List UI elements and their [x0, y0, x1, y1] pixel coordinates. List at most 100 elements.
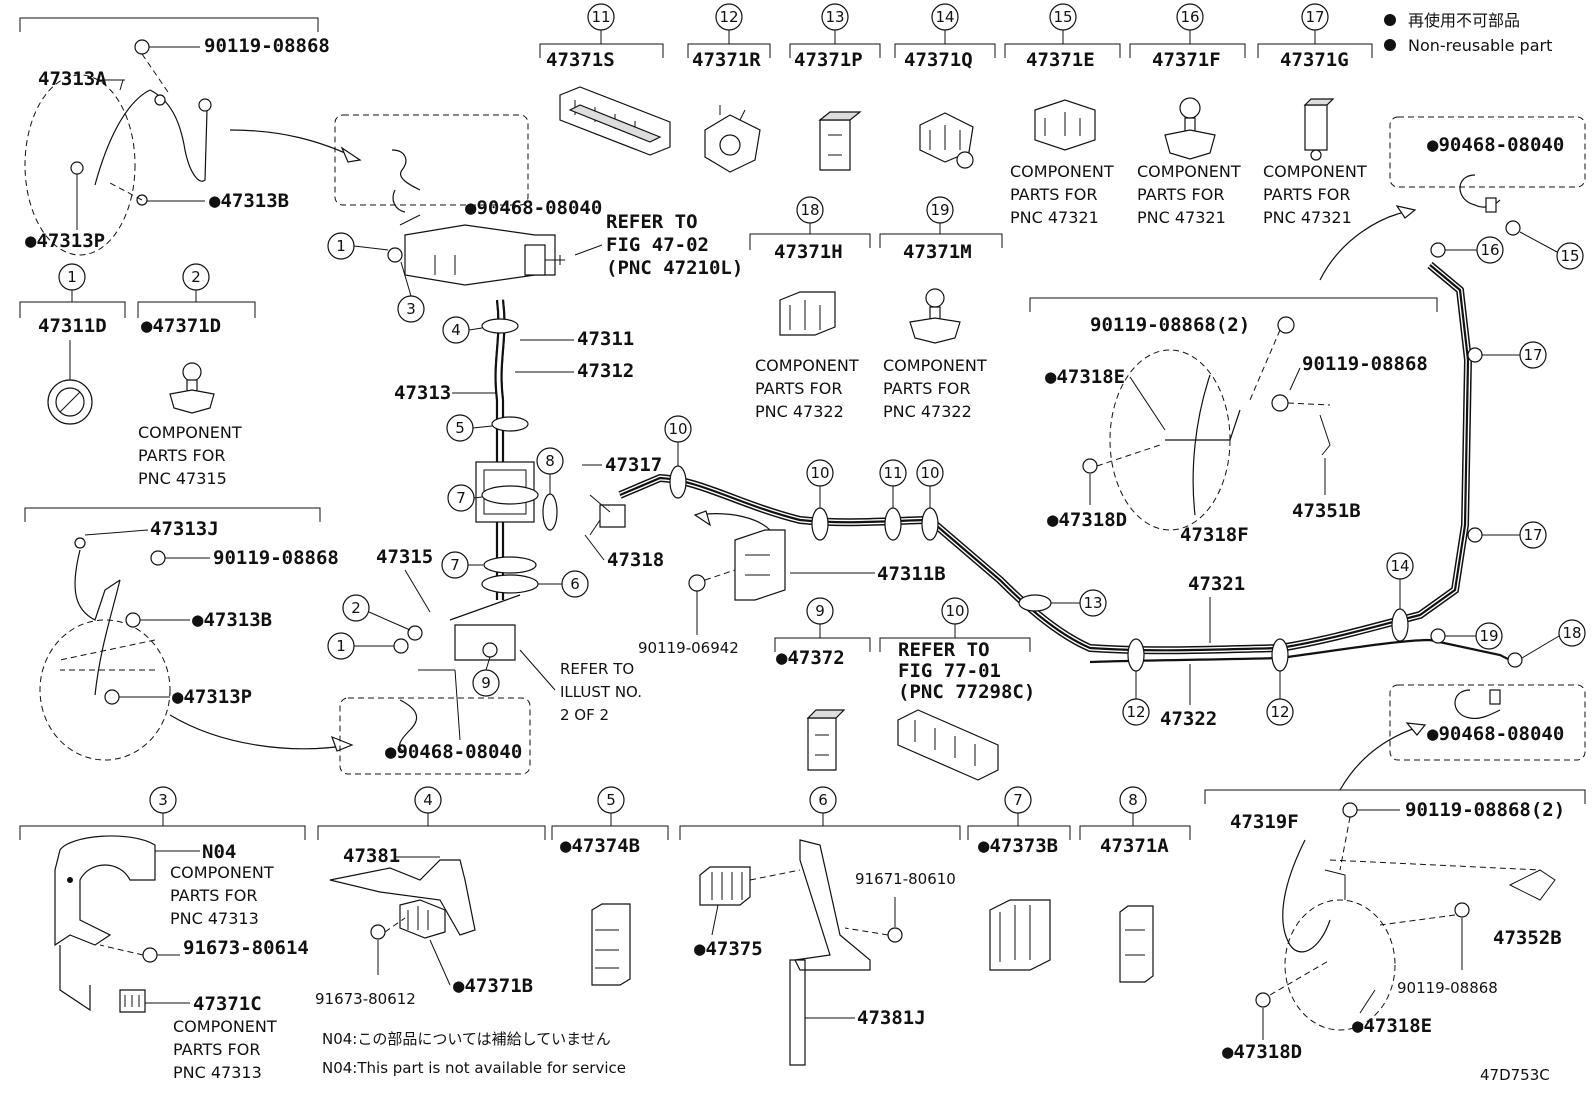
svg-text:1: 1: [336, 637, 346, 655]
part-N04: N04: [202, 841, 236, 863]
svg-text:COMPONENT: COMPONENT: [755, 356, 859, 375]
svg-text:8: 8: [1128, 791, 1138, 809]
svg-text:COMPONENT: COMPONENT: [1010, 162, 1114, 181]
part-90119-08868-c: 90119-08868(2): [1090, 314, 1250, 336]
part-47318F: 47318F: [1180, 524, 1249, 546]
callout-14: [931, 3, 959, 31]
svg-text:COMPONENT: COMPONENT: [1137, 162, 1241, 181]
svg-text:14: 14: [935, 8, 954, 26]
svg-text:12: 12: [1270, 703, 1289, 721]
svg-text:PARTS FOR: PARTS FOR: [883, 379, 970, 398]
svg-text:13: 13: [1083, 594, 1102, 612]
part-47381: 47381: [343, 845, 400, 867]
callout-19: [926, 196, 954, 224]
grommet-group: 1 2 47311D ●47371D COMPONENT PARTS FOR P…: [19, 263, 256, 488]
note-47321b: COMPONENT PARTS FOR PNC 47321: [1137, 162, 1241, 227]
clip-47371Q: [919, 112, 974, 169]
flex-hose-front-upper: 90119-08868 47313A ●47313B ●47313P: [19, 17, 529, 256]
part-90119-06942: 90119-06942: [638, 639, 739, 657]
svg-text:COMPONENT: COMPONENT: [170, 863, 274, 882]
right-labels: 47321 47322 ●90468-08040 ●90468-08040: [1160, 116, 1586, 791]
clamp-12b: [1271, 638, 1289, 672]
svg-text:PARTS FOR: PARTS FOR: [1263, 185, 1350, 204]
svg-text:PNC 47315: PNC 47315: [138, 469, 227, 488]
clip-47371E: [1034, 99, 1096, 151]
part-91673-80612: 91673-80612: [315, 990, 416, 1008]
note-47322a: COMPONENT PARTS FOR PNC 47322: [755, 356, 859, 421]
svg-text:2 OF 2: 2 OF 2: [560, 706, 609, 724]
inset-box-upper: [334, 114, 529, 206]
note-47321a: COMPONENT PARTS FOR PNC 47321: [1010, 162, 1114, 227]
svg-text:9: 9: [815, 602, 825, 620]
callout-17: [1301, 3, 1329, 31]
part-47313J: 47313J: [150, 518, 219, 540]
clip-47373B: ●47373B: [978, 835, 1058, 971]
part-47352B: 47352B: [1493, 927, 1562, 949]
part-47371M: 47371M: [903, 241, 972, 263]
part-47311D: 47311D: [38, 315, 107, 337]
svg-text:PNC 47322: PNC 47322: [755, 402, 844, 421]
svg-text:PARTS FOR: PARTS FOR: [755, 379, 842, 398]
part-47318D-a: ●47318D: [1047, 509, 1127, 531]
part-47371R: 47371R: [692, 49, 761, 71]
part-47311: 47311: [577, 328, 634, 350]
clip-47372-group: 9 10 ●47372 REFER TO FIG 77-01 (PNC 7729…: [774, 597, 1035, 781]
bracket-47381: 47381 91673-80612 ●47371B: [315, 845, 533, 1008]
legend-en: Non-reusable part: [1408, 36, 1552, 55]
part-47371S: 47371S: [546, 49, 615, 71]
part-47318D-b: ●47318D: [1222, 1041, 1302, 1063]
svg-text:PNC 47321: PNC 47321: [1137, 208, 1226, 227]
svg-text:7: 7: [456, 489, 466, 507]
part-47371B: ●47371B: [453, 975, 533, 997]
svg-text:18: 18: [1562, 624, 1581, 642]
callout-12: [715, 3, 743, 31]
part-47311B: 47311B: [877, 563, 946, 585]
svg-text:17: 17: [1523, 346, 1542, 364]
svg-text:PARTS FOR: PARTS FOR: [138, 446, 225, 465]
part-90468-08040-d: ●90468-08040: [1427, 723, 1564, 745]
svg-text:COMPONENT: COMPONENT: [883, 356, 987, 375]
part-90119-08868-b: 90119-08868: [213, 547, 339, 569]
part-47312: 47312: [577, 360, 634, 382]
part-47313P-b: ●47313P: [172, 686, 252, 708]
legend-jp: 再使用不可部品: [1408, 11, 1520, 30]
svg-text:11: 11: [591, 8, 610, 26]
svg-text:PNC 47313: PNC 47313: [173, 1063, 262, 1082]
bracket-n04: N04 COMPONENT PARTS FOR PNC 47313 91673-…: [54, 835, 309, 1082]
svg-text:REFER TO: REFER TO: [560, 660, 634, 678]
part-47371P: 47371P: [794, 49, 863, 71]
svg-text:FIG 47-02: FIG 47-02: [606, 234, 709, 256]
part-90468-08040-c: ●90468-08040: [1427, 134, 1564, 156]
illustration-code: 47D753C: [1480, 1066, 1550, 1084]
svg-text:10: 10: [810, 464, 829, 482]
part-90468-08040-a: ●90468-08040: [465, 197, 602, 219]
part-47372: ●47372: [776, 647, 845, 669]
svg-text:PNC 47321: PNC 47321: [1263, 208, 1352, 227]
part-47374B: ●47374B: [560, 835, 640, 857]
svg-text:3: 3: [406, 300, 416, 318]
svg-text:1: 1: [336, 237, 346, 255]
svg-text:PARTS FOR: PARTS FOR: [173, 1040, 260, 1059]
svg-text:5: 5: [606, 791, 616, 809]
svg-text:PARTS FOR: PARTS FOR: [1010, 185, 1097, 204]
svg-text:COMPONENT: COMPONENT: [173, 1017, 277, 1036]
svg-text:12: 12: [1126, 703, 1145, 721]
clip-47371F: [1164, 97, 1216, 160]
clip-47371G: [1303, 98, 1335, 161]
svg-text:8: 8: [545, 452, 555, 470]
svg-text:10: 10: [945, 602, 964, 620]
clip-47371S: [559, 86, 671, 156]
clip-47371M: [909, 288, 961, 344]
svg-text:15: 15: [1053, 8, 1072, 26]
part-47371E: 47371E: [1026, 49, 1095, 71]
part-47371A: 47371A: [1100, 835, 1169, 857]
svg-text:(PNC 47210L): (PNC 47210L): [606, 257, 743, 279]
part-47315: 47315: [376, 546, 433, 568]
part-47371C: 47371C: [193, 993, 262, 1015]
part-91671-80610: 91671-80610: [855, 870, 956, 888]
svg-text:14: 14: [1390, 557, 1409, 575]
part-47321: 47321: [1188, 573, 1245, 595]
part-90468-08040-b: ●90468-08040: [385, 741, 522, 763]
part-47313B-b: ●47313B: [192, 609, 272, 631]
